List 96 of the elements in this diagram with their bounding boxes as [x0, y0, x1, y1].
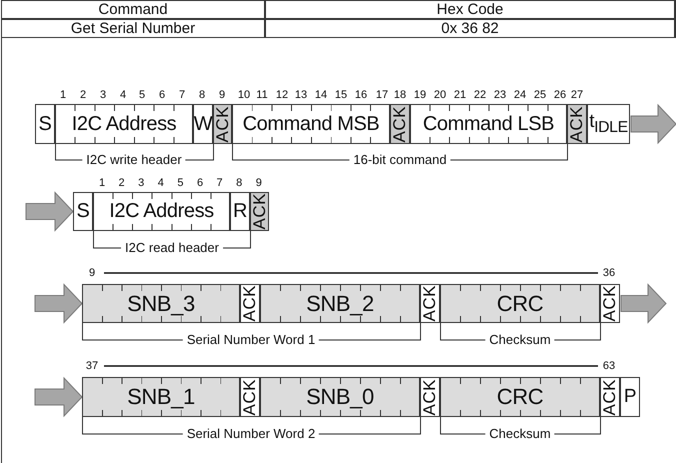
block-arrow [34, 376, 83, 418]
field-label: t$_{IDLE}$ [589, 111, 628, 137]
bit-number: 7 [178, 90, 186, 101]
bit-number: 2 [80, 90, 86, 101]
block-arrow [34, 283, 83, 324]
field-box [260, 284, 420, 323]
bit-number: 5 [177, 178, 184, 189]
bit-number: 3 [100, 90, 106, 101]
field-box [260, 377, 420, 417]
field-label: CRC [496, 290, 544, 316]
bit-number: 37 [86, 361, 98, 372]
field-box [587, 104, 630, 144]
bit-number: 5 [138, 90, 146, 101]
bit-number: 18 [394, 90, 406, 101]
ack-label: ACK [212, 106, 232, 142]
bit-number: 25 [534, 90, 546, 101]
bit-number: 27 [570, 90, 584, 101]
field-label: I2C Address [109, 200, 214, 223]
bit-number: 8 [198, 90, 206, 101]
field-label: Command LSB [422, 112, 554, 136]
ack-label: ACK [567, 106, 587, 142]
bracket-label: I2C read header [121, 241, 223, 254]
bit-number: 11 [256, 90, 268, 101]
field-label: SNB_0 [306, 384, 374, 410]
bit-number: 10 [238, 90, 250, 101]
field-label: I2C Address [72, 112, 176, 136]
field-box [620, 377, 640, 417]
bit-number: 6 [196, 178, 204, 189]
bit-number: 14 [314, 90, 328, 101]
bit-number: 1 [98, 178, 106, 189]
bit-number: 12 [276, 90, 288, 101]
block-arrow [620, 283, 667, 324]
field-box [55, 104, 193, 144]
field-label: SNB_2 [306, 290, 374, 316]
bit-number: 22 [474, 90, 486, 101]
bit-number: 8 [236, 178, 242, 189]
bit-number: 4 [120, 90, 126, 101]
bit-number: 2 [118, 178, 125, 189]
bit-number: 24 [514, 90, 526, 101]
table-text: Get Serial Number [70, 21, 196, 36]
ack-label: ACK [250, 193, 270, 230]
bit-number: 13 [294, 90, 308, 101]
table-text: 0x 36 82 [441, 21, 499, 36]
field-box [35, 104, 55, 144]
field-label: R [232, 200, 248, 223]
field-label: CRC [496, 384, 544, 410]
field-box [73, 192, 93, 231]
bracket-label: Serial Number Word 1 [182, 333, 320, 346]
field-label: SNB_3 [127, 290, 195, 316]
bracket-label: 16-bit command [349, 153, 451, 166]
bit-number: 17 [376, 90, 388, 101]
bit-number: 9 [218, 90, 226, 101]
table-header: Hex Code [436, 2, 504, 17]
bit-number: 1 [60, 90, 66, 101]
field-label: Command MSB [242, 112, 380, 136]
field-box [232, 104, 390, 144]
bit-number: 26 [554, 90, 566, 101]
bit-number: 20 [434, 90, 446, 101]
table-header: Command [98, 2, 168, 17]
field-box [82, 284, 240, 323]
ack-label: ACK [600, 378, 620, 416]
field-box [82, 377, 240, 417]
bit-number: 36 [602, 268, 616, 279]
ack-label: ACK [420, 378, 440, 416]
bit-number: 23 [494, 90, 506, 101]
field-label: P [624, 386, 636, 408]
bracket-label: Serial Number Word 2 [182, 427, 320, 440]
field-box [410, 104, 567, 144]
field-label: S [76, 200, 90, 223]
bit-number: 15 [334, 90, 348, 101]
bracket-label: I2C write header [82, 153, 186, 166]
bit-number: 3 [138, 178, 144, 189]
block-arrow [26, 191, 74, 232]
field-label: SNB_1 [127, 384, 195, 410]
ack-label: ACK [240, 285, 260, 322]
field-box [230, 192, 250, 231]
ack-label: ACK [240, 378, 260, 416]
bit-number: 9 [88, 268, 96, 279]
bit-number: 9 [256, 178, 262, 189]
ack-label: ACK [390, 106, 410, 142]
bracket-label: Checksum [485, 333, 555, 346]
ack-label: ACK [420, 285, 440, 322]
field-box [440, 284, 600, 323]
bit-number: 6 [158, 90, 166, 101]
bit-number: 4 [158, 178, 164, 189]
ack-label: ACK [600, 285, 620, 322]
field-label: S [38, 112, 52, 136]
block-arrow [630, 104, 676, 144]
bit-number: 7 [216, 178, 223, 189]
bit-number: 63 [602, 361, 616, 372]
bit-number: 16 [354, 90, 368, 101]
field-box [93, 192, 230, 231]
bit-number: 21 [454, 90, 466, 101]
bracket-label: Checksum [485, 427, 555, 440]
bit-number: 19 [414, 90, 426, 101]
field-box [440, 377, 600, 417]
